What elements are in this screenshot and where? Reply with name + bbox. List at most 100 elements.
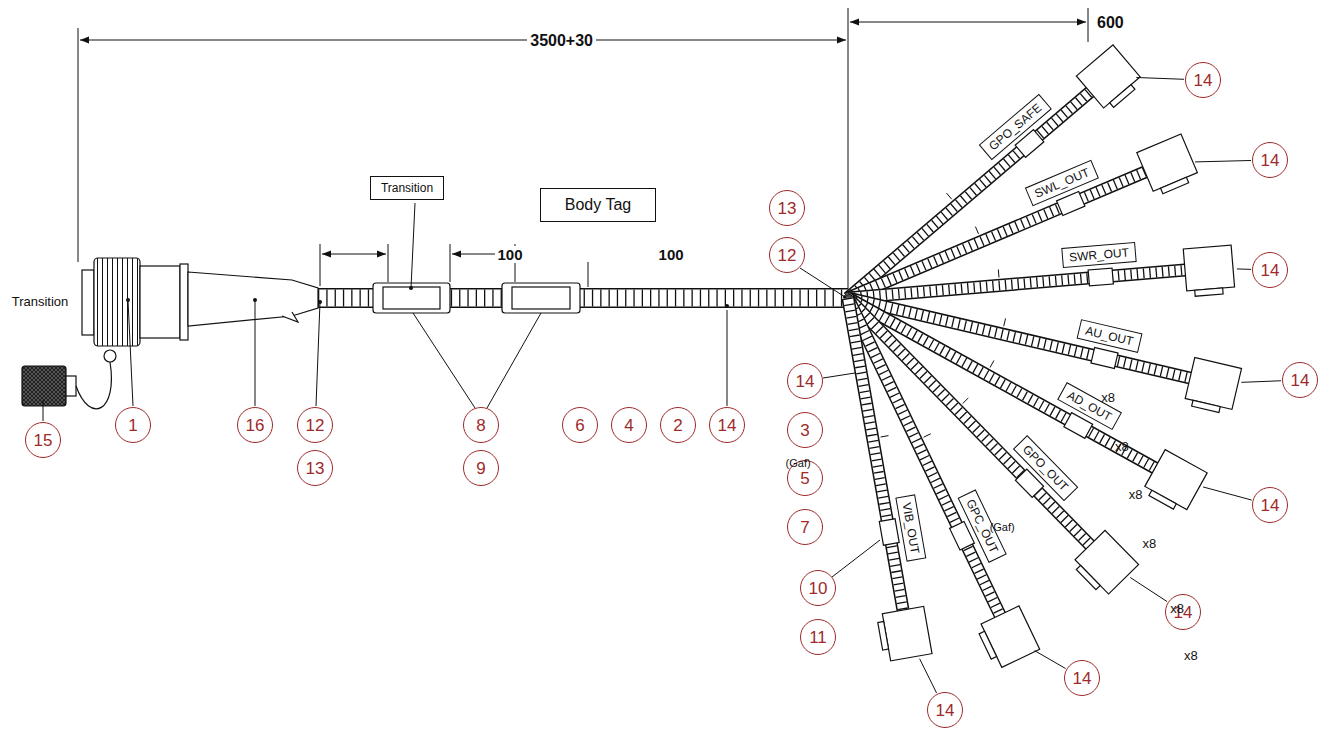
- leader-dots: [126, 286, 847, 308]
- wire-connector: [1071, 530, 1139, 598]
- wire-connector: [876, 606, 932, 662]
- node-text: GPO_OUT: [1020, 442, 1071, 494]
- leader-line: [1203, 487, 1252, 500]
- callout-number: 1: [115, 407, 151, 443]
- wire-connector: [1137, 134, 1200, 197]
- callout-number: 14: [1252, 252, 1288, 288]
- connector-latch: [1195, 288, 1223, 296]
- wire-tag: AD_OUT: [1057, 382, 1122, 430]
- wire-tag: SWL_OUT: [1025, 160, 1099, 207]
- quantity-label: x8: [1115, 439, 1129, 454]
- connector-latch: [1110, 85, 1135, 108]
- wire-connector: [976, 606, 1040, 670]
- node-text: 4: [624, 417, 633, 434]
- wire-tag: GPO_OUT: [1012, 435, 1077, 501]
- wire-tag: SWR_OUT: [1061, 242, 1136, 268]
- node-text: 15: [34, 432, 53, 449]
- node-text: 14: [1073, 670, 1092, 687]
- node-text: SWL_OUT: [1033, 165, 1092, 201]
- callout-number: 7: [787, 509, 823, 545]
- tick-mark: [975, 227, 978, 234]
- node-text: 14: [1291, 372, 1310, 389]
- breakout-wire: [848, 270, 1185, 298]
- callout-number: 14: [1252, 487, 1288, 523]
- node-text: 5: [800, 470, 809, 487]
- material-note: (Gaf): [786, 457, 811, 469]
- callout-number: 12: [769, 237, 805, 273]
- breakout-wire: [848, 298, 1190, 378]
- wire-tag: GPO_SAFE: [979, 93, 1052, 160]
- tick-mark: [947, 193, 952, 199]
- callout-number: 12: [297, 407, 333, 443]
- callout-number: 10: [800, 570, 836, 606]
- dust-cap: [22, 362, 111, 409]
- connector-body: [1075, 530, 1139, 594]
- node-text: Body Tag: [565, 196, 631, 213]
- connector-latch: [878, 622, 889, 651]
- tag-box: Transition: [370, 176, 444, 200]
- callout-number: 14: [787, 363, 823, 399]
- side-label: Transition: [12, 294, 69, 309]
- node-text: 13: [778, 200, 797, 217]
- node-text: SWR_OUT: [1068, 245, 1129, 264]
- node-text: 12: [306, 417, 325, 434]
- node-text: Transition: [381, 181, 433, 195]
- callout-number: 4: [611, 407, 647, 443]
- node-text: 14: [1261, 497, 1280, 514]
- node-text: 11: [809, 629, 827, 646]
- breakout-wire: [848, 172, 1145, 298]
- breakout-wire: [848, 298, 903, 610]
- wire-connector: [1184, 358, 1242, 416]
- callout-number: 13: [769, 190, 805, 226]
- breakout-wire: [848, 298, 903, 610]
- quantity-label: x8: [1170, 601, 1184, 616]
- callout-number: 15: [25, 422, 61, 458]
- callout-number: 14: [1185, 62, 1221, 98]
- node-text: 14: [936, 702, 955, 719]
- node-text: 8: [476, 417, 485, 434]
- node-text: VIB_OUT: [900, 502, 923, 555]
- quantity-label: x8: [1101, 390, 1115, 405]
- breakout-wire: [848, 298, 1000, 615]
- tick-mark: [1004, 318, 1006, 326]
- node-text: 12: [778, 247, 797, 264]
- callout-number: 3: [787, 412, 823, 448]
- connector-body: [981, 606, 1040, 667]
- callout-number: 6: [562, 407, 598, 443]
- breakout-wire: [848, 270, 1185, 298]
- circular-connector: [82, 258, 318, 362]
- leader-line: [1136, 77, 1184, 79]
- breakout-wire: [848, 298, 1190, 378]
- dimension-label: 100: [656, 246, 687, 263]
- leader-line: [1237, 268, 1251, 269]
- quantity-label: x8: [1184, 648, 1198, 663]
- node-text: 13: [306, 460, 325, 477]
- dimension-label: 600: [1094, 14, 1127, 31]
- callout-number: 8: [463, 407, 499, 443]
- callout-number: 14: [709, 407, 745, 443]
- tag-box: Body Tag: [540, 188, 656, 221]
- node-text: 14: [796, 373, 815, 390]
- material-note: (Gaf): [990, 521, 1015, 533]
- wire-tag: VIB_OUT: [895, 494, 926, 562]
- dimension-label: 100: [495, 246, 526, 263]
- sleeves: [373, 283, 580, 313]
- leader-line: [1035, 651, 1066, 669]
- breakout-wire: [848, 298, 1000, 615]
- connector-latch: [1161, 177, 1189, 193]
- leader-line: [1241, 381, 1281, 383]
- dimension-label: 3500+30: [527, 32, 596, 49]
- node-text: 2: [673, 417, 682, 434]
- connector-latch: [1192, 400, 1221, 412]
- breakout-wire: [848, 298, 903, 610]
- breakout-wire: [848, 270, 1185, 298]
- callout-number: 9: [463, 450, 499, 486]
- callout-number: 14: [1252, 142, 1288, 178]
- breakout-wire: [848, 298, 1190, 378]
- leader-line: [1195, 160, 1251, 161]
- node-text: 10: [809, 580, 828, 597]
- node-text: 6: [575, 417, 584, 434]
- node-text: 16: [246, 417, 265, 434]
